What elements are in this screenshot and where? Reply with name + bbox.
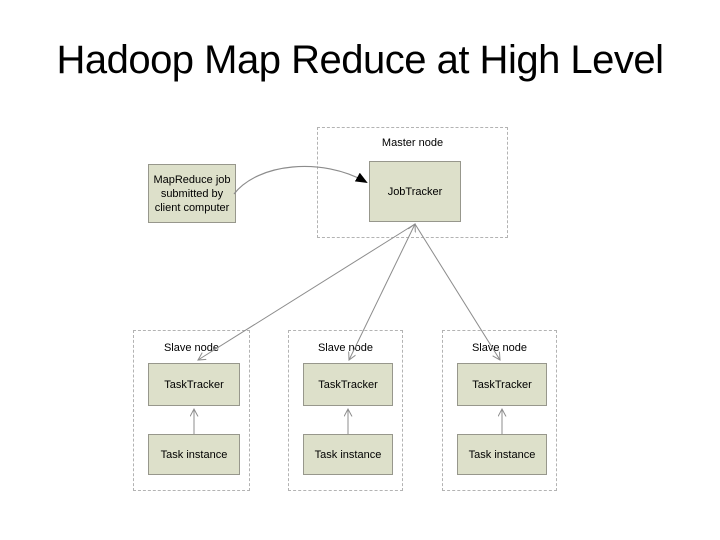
tasktracker-box-1: TaskTracker [148, 363, 240, 406]
jobtracker-box: JobTracker [369, 161, 461, 222]
task-instance-label-1: Task instance [160, 448, 228, 461]
client-job-line2: submitted by [160, 187, 224, 200]
tasktracker-label-2: TaskTracker [318, 378, 378, 391]
master-node-label: Master node [381, 137, 444, 149]
task-instance-label-2: Task instance [314, 448, 382, 461]
tasktracker-box-2: TaskTracker [303, 363, 393, 406]
task-instance-box-1: Task instance [148, 434, 240, 475]
client-job-line1: MapReduce job [153, 173, 231, 186]
slide-title: Hadoop Map Reduce at High Level [56, 38, 664, 82]
task-instance-box-2: Task instance [303, 434, 393, 475]
tasktracker-box-3: TaskTracker [457, 363, 547, 406]
task-instance-label-3: Task instance [468, 448, 536, 461]
slave-node-label-1: Slave node [163, 342, 220, 354]
tasktracker-label-3: TaskTracker [472, 378, 532, 391]
task-instance-box-3: Task instance [457, 434, 547, 475]
slave-node-label-3: Slave node [471, 342, 528, 354]
client-job-box: MapReduce job submitted by client comput… [148, 164, 236, 223]
slave-node-label-2: Slave node [317, 342, 374, 354]
client-job-line3: client computer [154, 201, 230, 214]
jobtracker-label: JobTracker [387, 185, 443, 198]
tasktracker-label-1: TaskTracker [164, 378, 224, 391]
client-job-label: MapReduce job submitted by client comput… [153, 173, 230, 215]
